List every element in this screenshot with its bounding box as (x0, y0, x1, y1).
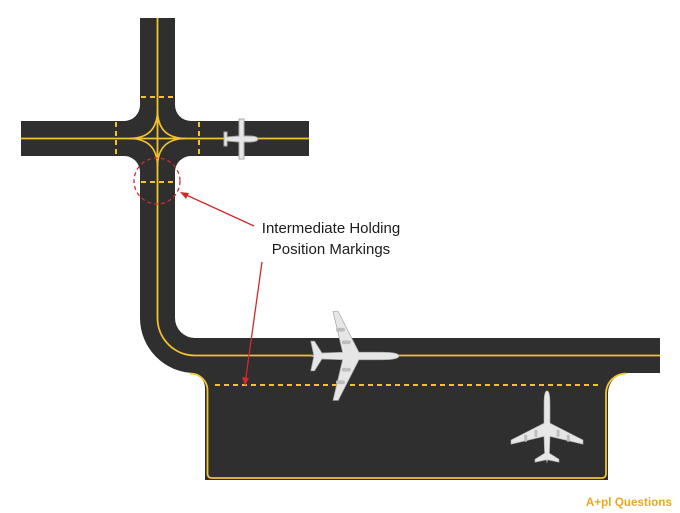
intersection-fillet (175, 156, 191, 172)
apron-edge-line (189, 372, 627, 479)
taxiway-corner (140, 300, 195, 373)
holding-position-markings (115, 96, 200, 183)
apron (205, 373, 608, 480)
highlight-circle (133, 157, 181, 205)
taxiway-centerline (156, 18, 660, 357)
callout-line-upper (181, 192, 255, 227)
arrowhead-icon (242, 377, 249, 386)
light-aircraft-icon (223, 118, 259, 160)
brand-logo: A+pl Questions (585, 497, 672, 509)
callout-line-2: Position Markings (271, 241, 391, 258)
callout-line-lower (244, 261, 263, 385)
callout-line-1: Intermediate Holding (261, 220, 401, 237)
intersection-fillet (124, 156, 140, 172)
intersection-fillet (175, 105, 191, 121)
intersection-centerline-curves (128, 109, 187, 168)
intersection-fillet (124, 105, 140, 121)
callout-label: Intermediate Holding Position Markings (236, 218, 426, 260)
arrowhead-icon (180, 192, 189, 199)
